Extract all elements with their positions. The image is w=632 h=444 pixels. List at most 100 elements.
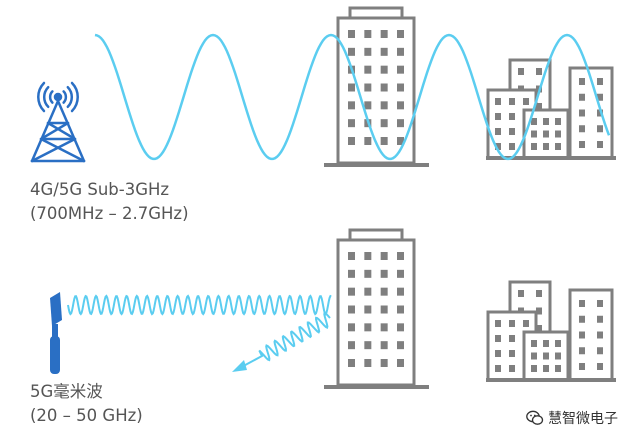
window <box>397 341 404 350</box>
signal-arc <box>37 81 46 113</box>
window <box>536 307 542 315</box>
sub3ghz-label: 4G/5G Sub-3GHz (700MHz – 2.7GHz) <box>30 178 189 226</box>
window <box>518 68 524 75</box>
window <box>531 143 537 150</box>
window <box>543 352 549 360</box>
reflection-arrow-icon <box>232 360 247 372</box>
window <box>579 331 585 339</box>
window <box>397 30 404 38</box>
window <box>495 365 501 372</box>
window <box>579 93 585 101</box>
window <box>380 137 388 145</box>
window <box>495 350 501 357</box>
watermark-text: 慧智微电子 <box>548 411 618 427</box>
window <box>531 118 537 125</box>
window <box>364 47 372 56</box>
window <box>531 365 537 372</box>
window <box>579 141 585 148</box>
sub3ghz-label-line2: (700MHz – 2.7GHz) <box>30 204 189 223</box>
window <box>555 365 561 372</box>
window <box>364 323 372 332</box>
signal-arc <box>43 85 50 109</box>
window <box>397 252 404 260</box>
window <box>597 331 603 339</box>
window <box>495 98 501 105</box>
signal-arc <box>70 81 79 113</box>
window <box>555 340 561 347</box>
ground-line <box>486 156 616 160</box>
window <box>531 352 537 360</box>
window <box>555 352 561 360</box>
building-icon <box>324 6 429 167</box>
window <box>348 287 355 296</box>
window <box>380 65 388 74</box>
window <box>380 119 388 128</box>
window <box>579 109 585 117</box>
window <box>364 83 372 92</box>
window <box>579 78 585 85</box>
window <box>397 305 404 314</box>
window <box>555 143 561 150</box>
window <box>364 305 372 314</box>
ground-line <box>324 163 429 167</box>
window <box>348 359 355 367</box>
window <box>380 269 388 278</box>
window <box>509 98 515 105</box>
antenna-body <box>50 336 60 374</box>
window <box>348 252 355 260</box>
window <box>597 315 603 323</box>
building <box>568 288 614 382</box>
building-icon <box>324 228 429 389</box>
window <box>555 130 561 138</box>
window <box>531 130 537 138</box>
window <box>579 125 585 133</box>
window <box>536 325 542 332</box>
window <box>348 119 355 128</box>
window <box>509 350 515 357</box>
building-cluster-icon <box>486 58 616 160</box>
window <box>509 128 515 135</box>
mmwave-label-line2: (20 – 50 GHz) <box>30 406 143 425</box>
window <box>509 335 515 342</box>
window <box>597 141 603 148</box>
window <box>348 101 355 110</box>
window <box>364 287 372 296</box>
mmwave-antenna-icon <box>50 292 62 374</box>
window <box>380 30 388 38</box>
window <box>397 287 404 296</box>
window <box>509 143 515 150</box>
window <box>579 363 585 370</box>
window <box>397 269 404 278</box>
building <box>336 238 416 387</box>
sub3ghz-label-line1: 4G/5G Sub-3GHz <box>30 180 170 199</box>
window <box>509 320 515 327</box>
window <box>531 340 537 347</box>
window <box>397 101 404 110</box>
window <box>397 83 404 92</box>
window <box>495 128 501 135</box>
window <box>380 47 388 56</box>
window <box>364 341 372 350</box>
window <box>348 137 355 145</box>
window <box>597 347 603 355</box>
window <box>364 30 372 38</box>
window <box>597 109 603 117</box>
mmwave-label-line1: 5G毫米波 <box>30 382 103 401</box>
window <box>597 300 603 307</box>
window <box>543 130 549 138</box>
window <box>543 340 549 347</box>
window <box>397 119 404 128</box>
window <box>543 118 549 125</box>
sub3ghz-wave <box>94 33 611 161</box>
mmwave-reflected-wave <box>235 311 331 371</box>
window <box>364 101 372 110</box>
window <box>536 68 542 75</box>
window <box>495 335 501 342</box>
window <box>495 143 501 150</box>
window <box>380 359 388 367</box>
window <box>364 269 372 278</box>
window <box>555 118 561 125</box>
window <box>597 125 603 133</box>
window <box>364 137 372 145</box>
window <box>364 65 372 74</box>
